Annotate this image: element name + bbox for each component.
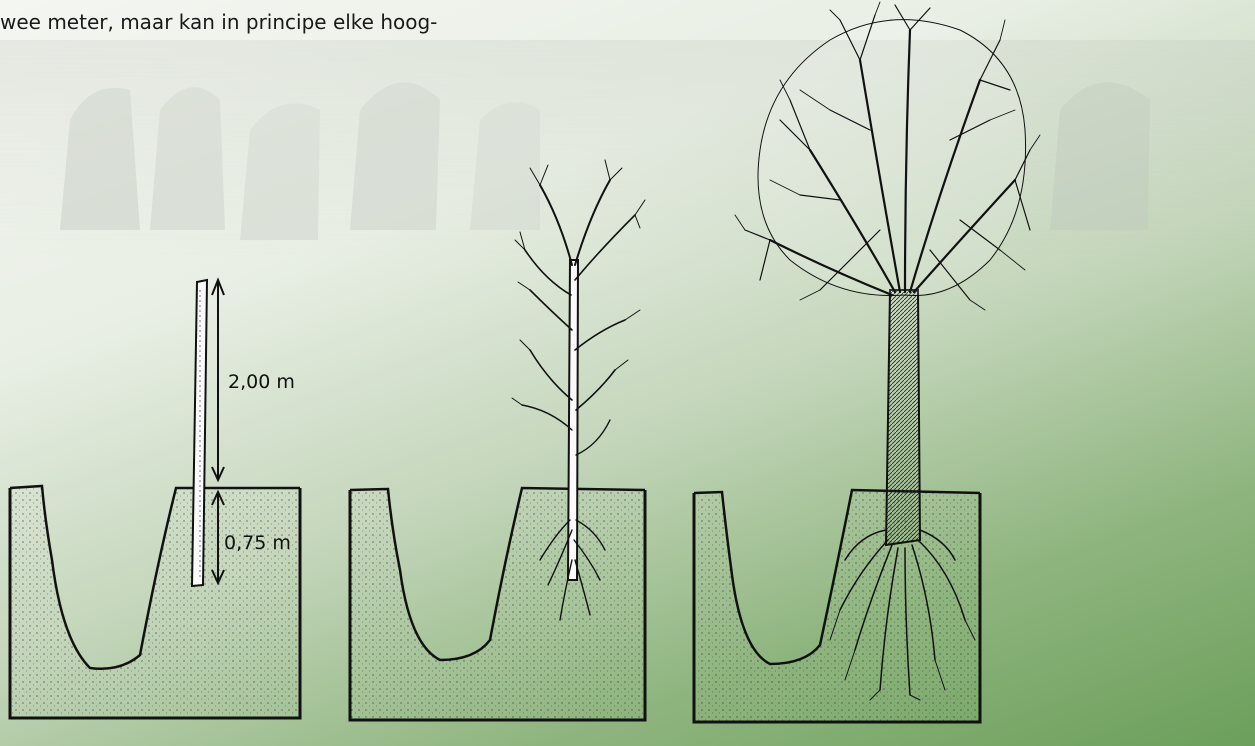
background-trees [0,40,1255,260]
soil-box-1 [10,486,300,718]
label-stake-depth: 0,75 m [224,532,291,554]
soil-box-3 [694,490,980,722]
soil-box-2 [350,488,645,720]
height-arrow [212,280,224,480]
label-stake-height: 2,00 m [228,371,295,393]
stage-stake: 2,00 m 0,75 m [10,280,300,718]
